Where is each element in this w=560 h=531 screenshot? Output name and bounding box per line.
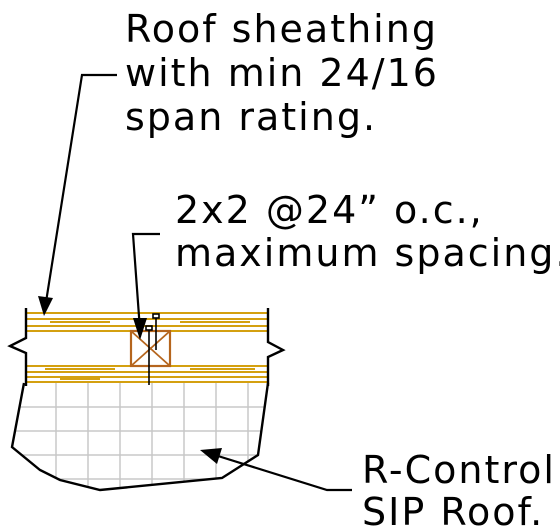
sheathing-note-line-2: with min 24/16 [125, 51, 439, 95]
sheathing-note-line-3: span rating. [125, 95, 377, 139]
sip-note: R-Control SIP Roof. [362, 448, 556, 531]
arrowhead-icon [38, 296, 53, 316]
sip-top-facing [26, 365, 268, 383]
sheathing-leader [38, 73, 117, 316]
roof-sheathing-layer [26, 312, 268, 332]
fastener-screws [145, 313, 160, 385]
arrowhead-icon [200, 448, 222, 464]
furring-note-line-1: 2x2 @24” o.c., [175, 188, 484, 232]
furring-block [129, 329, 172, 368]
eps-core-grid [12, 383, 268, 490]
arrowhead-icon [133, 318, 147, 340]
furring-note-line-2: maximum spacing. [175, 231, 560, 275]
sip-note-line-1: R-Control [362, 448, 556, 492]
sheathing-note: Roof sheathing with min 24/16 span ratin… [125, 7, 439, 139]
furring-note: 2x2 @24” o.c., maximum spacing. [175, 188, 560, 275]
sip-panel-outline [10, 382, 270, 492]
sip-leader [200, 448, 352, 492]
right-break-line [266, 308, 286, 386]
left-break-line [7, 308, 28, 386]
furring-leader [131, 232, 160, 340]
sip-panel-body [10, 382, 270, 492]
sip-note-line-2: SIP Roof. [362, 490, 544, 531]
sheathing-note-line-1: Roof sheathing [125, 7, 438, 51]
